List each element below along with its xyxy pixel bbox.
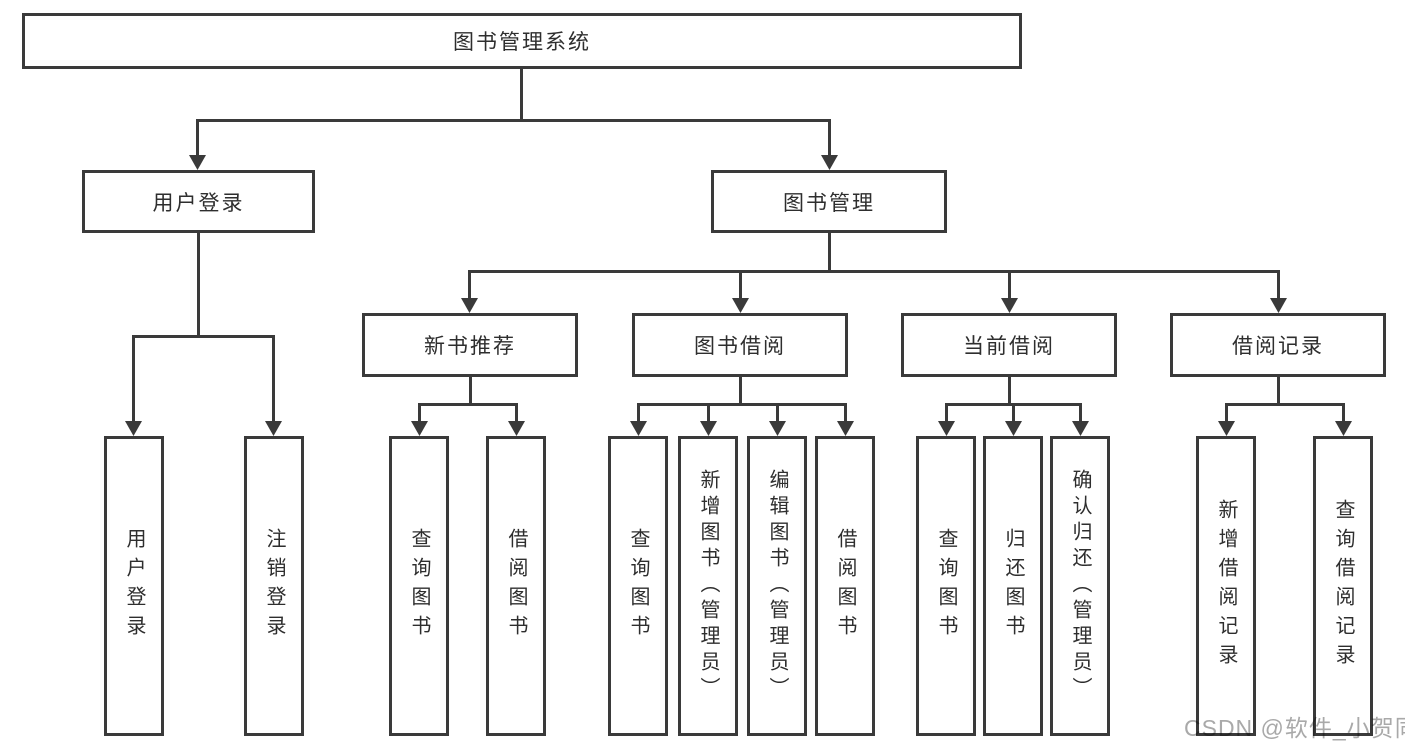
leaf-recommend-borrow-books: 借阅图书 (486, 436, 546, 736)
leaf-current-confirm-return-admin: 确认归还（管理员） (1050, 436, 1110, 736)
node-book-borrow: 图书借阅 (632, 313, 848, 377)
node-new-book-recommend: 新书推荐 (362, 313, 578, 377)
leaf-recommend-query-books: 查询图书 (389, 436, 449, 736)
leaf-borrow-query-books: 查询图书 (608, 436, 668, 736)
leaf-borrow-edit-books-admin: 编辑图书（管理员） (747, 436, 807, 736)
node-book-management: 图书管理 (711, 170, 947, 233)
node-current-borrow: 当前借阅 (901, 313, 1117, 377)
leaf-borrow-borrow-books: 借阅图书 (815, 436, 875, 736)
node-borrow-records: 借阅记录 (1170, 313, 1386, 377)
leaf-records-query-record: 查询借阅记录 (1313, 436, 1373, 736)
leaf-logout: 注销登录 (244, 436, 304, 736)
leaf-current-query-books: 查询图书 (916, 436, 976, 736)
node-user-login: 用户登录 (82, 170, 315, 233)
leaf-user-login: 用户登录 (104, 436, 164, 736)
csdn-watermark: CSDN @软件_小贺同学 (1184, 715, 1405, 741)
leaf-records-add-record: 新增借阅记录 (1196, 436, 1256, 736)
leaf-borrow-add-books-admin: 新增图书（管理员） (678, 436, 738, 736)
node-library-management-system: 图书管理系统 (22, 13, 1022, 69)
leaf-current-return-books: 归还图书 (983, 436, 1043, 736)
